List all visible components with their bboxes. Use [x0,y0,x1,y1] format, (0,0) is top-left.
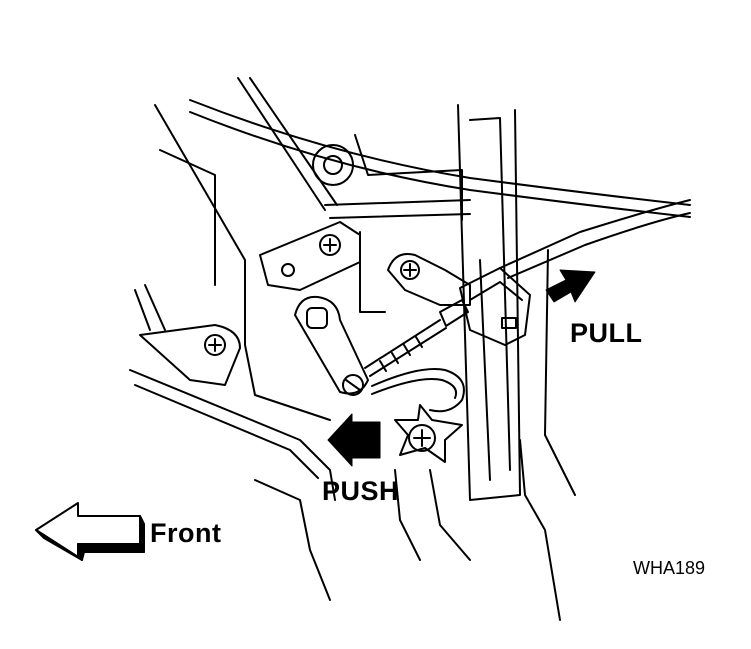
push-label: PUSH [322,476,400,506]
upper-cable [189,77,691,218]
cable-loop [371,368,465,413]
guide-roller [312,144,354,186]
push-arrow-icon [327,413,381,467]
cable-clip-bracket [387,199,691,346]
front-arrow-icon [35,502,145,561]
pull-arrow-icon [545,269,596,303]
front-label: Front [150,518,222,548]
left-bracket [134,284,241,386]
inner-cable [364,319,447,377]
lever-arm [294,295,369,396]
upper-bracket [259,221,361,291]
figure-code: WHA189 [633,558,706,578]
pull-label: PULL [570,318,643,348]
lower-pivot [394,404,463,463]
